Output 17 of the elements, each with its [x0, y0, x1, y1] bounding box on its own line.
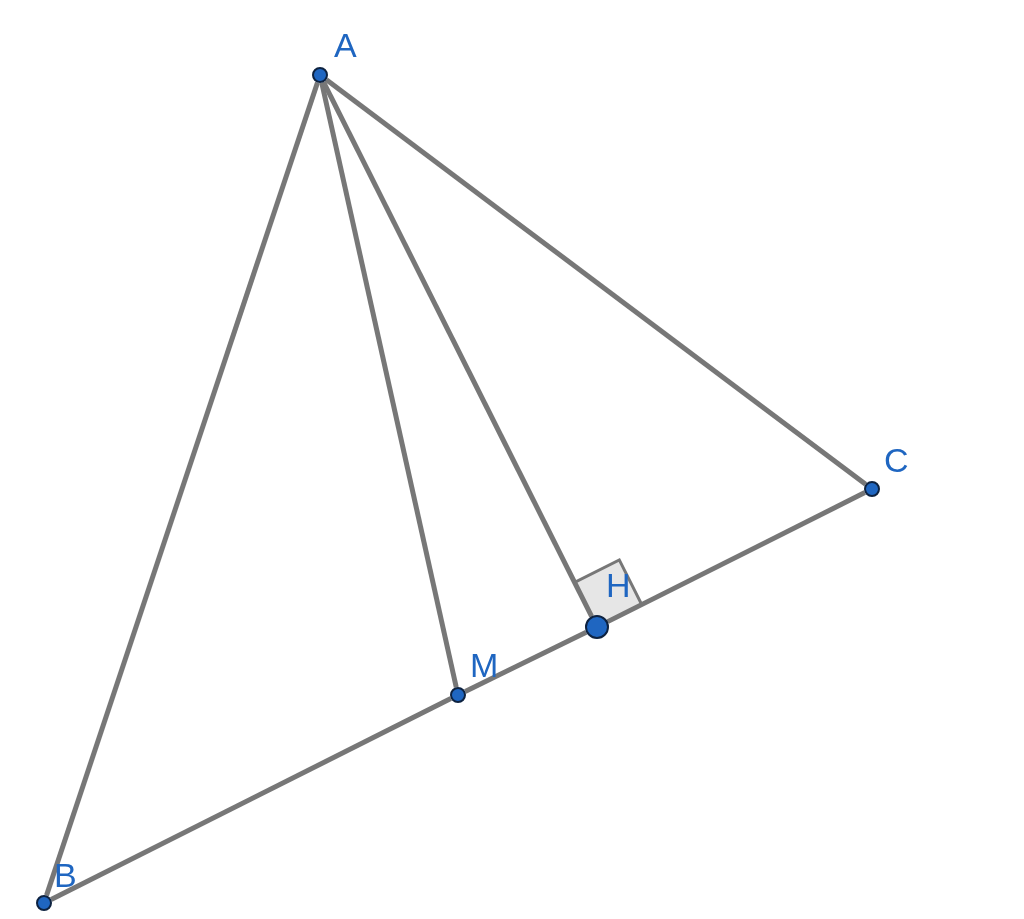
point-label: H: [606, 568, 631, 602]
point: [36, 895, 52, 911]
point: [450, 687, 466, 703]
point-label: M: [470, 648, 499, 682]
point-label: C: [884, 443, 909, 477]
line-segment: [319, 82, 459, 688]
point-label: A: [334, 28, 357, 62]
point: [585, 615, 609, 639]
line-segment: [44, 81, 320, 897]
line-segment: [464, 630, 588, 694]
point: [312, 67, 328, 83]
line-segment: [324, 77, 868, 487]
point: [864, 481, 880, 497]
line-segment: [321, 81, 594, 618]
point-label: B: [54, 858, 77, 892]
line-segment: [606, 490, 866, 624]
line-segment: [50, 696, 452, 902]
